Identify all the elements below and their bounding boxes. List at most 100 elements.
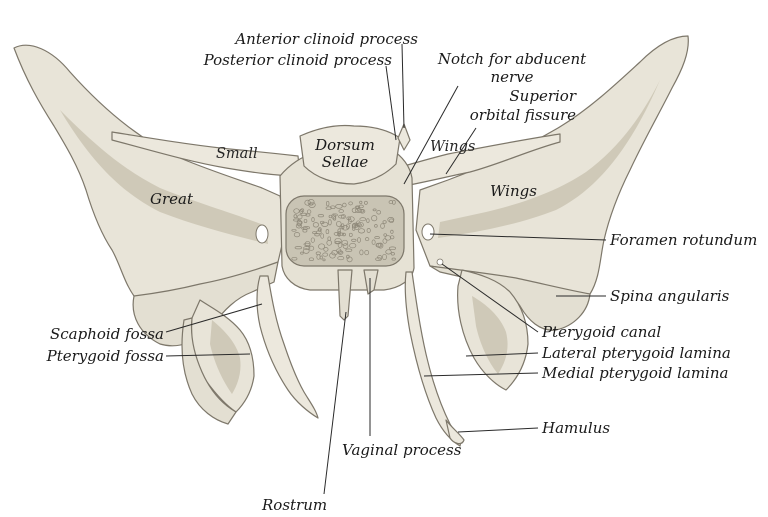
cancellous-pore [326,239,332,246]
cancellous-pore [382,253,387,261]
cancellous-pore [337,241,343,248]
leader-superior-orbital-fissure [445,127,477,175]
cancellous-pore [297,214,303,220]
cancellous-pore [316,254,321,260]
cancellous-pore [325,206,332,210]
cancellous-pore [303,218,308,224]
cancellous-pore [301,226,308,230]
cancellous-pore [293,208,300,214]
cancellous-pore [357,228,366,234]
cancellous-pore [337,231,341,237]
hamulus-tip [445,419,465,445]
body-cross-section [285,195,405,267]
left-pterygoid-fossa-shade [210,320,241,394]
cancellous-pore [351,207,358,213]
cancellous-pore [389,235,395,240]
cancellous-pore [392,199,396,205]
cancellous-pore [382,238,388,244]
label-posterior-clinoid-process: Posterior clinoid process [203,51,393,69]
leader-hamulus [457,427,539,433]
cancellous-pore [390,252,395,256]
cancellous-pore [321,221,329,227]
cancellous-pore [328,214,333,219]
label-foramen-rotundum: Foramen rotundum [609,231,757,249]
pterygoid-canal-opening [436,258,444,266]
cancellous-pore [318,243,326,250]
cancellous-pore [328,219,332,226]
cancellous-pore [331,250,338,256]
cancellous-pore [308,245,315,251]
dorsum-sellae [299,124,401,185]
leader-pterygoid-fossa [165,353,251,357]
cancellous-pore [337,256,345,261]
cancellous-pore [296,219,302,226]
cancellous-pore [291,228,297,232]
label-spina-angularis: Spina angularis [610,287,730,305]
label-pterygoid-canal: Pterygoid canal [541,323,661,341]
cancellous-pore [390,229,394,234]
label-superior-orbital-fissure-line2: orbital fissure [470,106,576,124]
cancellous-pore [348,232,353,237]
cancellous-pore [374,224,378,228]
cancellous-pore [325,229,330,235]
cancellous-pore [346,216,352,220]
cancellous-pore [342,232,346,237]
label-small: Small [216,146,258,162]
right-great-wing-shade [438,80,660,238]
cancellous-pore [380,223,385,229]
labels: Anterior clinoid process Posterior clino… [46,30,758,514]
leader-lines [165,43,607,495]
label-notch-abducent-line1: Notch for abducent [437,50,587,68]
label-lateral-pterygoid-lamina: Lateral pterygoid lamina [541,344,731,362]
cancellous-pore [307,199,315,206]
label-superior-orbital-fissure-line1: Superior [509,87,576,105]
cancellous-pore [348,201,353,206]
cancellous-pore [376,210,382,215]
cancellous-pore [377,255,383,260]
label-rostrum: Rostrum [261,496,327,514]
cancellous-pore [333,216,337,221]
cancellous-pore [384,235,392,241]
cancellous-pore [310,237,315,243]
cancellous-pore [354,208,363,213]
left-pterygoid-outer [181,317,237,425]
anterior-clinoid [397,123,411,151]
rostrum-process [337,269,353,321]
cancellous-pore [293,218,299,222]
cancellous-pore [335,204,343,209]
cancellous-pore [371,239,376,245]
cancellous-pore [387,217,395,223]
cancellous-pore [322,252,329,257]
label-notch-abducent-line2: nerve [490,68,533,86]
cancellous-pore [364,237,370,242]
cancellous-pore [331,213,336,220]
cancellous-pore [322,258,326,262]
label-dorsum: Dorsum [314,136,375,154]
label-scaphoid-fossa: Scaphoid fossa [50,325,164,343]
cancellous-pore [326,200,330,207]
label-medial-pterygoid-lamina: Medial pterygoid lamina [541,364,728,382]
label-vaginal-process: Vaginal process [342,441,462,459]
cancellous-pore [376,242,383,248]
label-sellae: Sellae [322,153,369,171]
cancellous-pore [337,250,343,254]
cancellous-pore [304,199,311,206]
cancellous-texture [291,199,397,263]
cancellous-pore [304,240,311,248]
cancellous-pore [317,214,325,218]
left-medial-pterygoid-lamina [256,275,319,419]
cancellous-pore [302,248,310,254]
cancellous-pore [364,200,368,205]
cancellous-pore [338,209,344,214]
cancellous-pore [333,232,340,236]
label-wings-small: Wings [430,139,475,155]
left-foramen-rotundum [255,224,269,244]
right-medial-pterygoid-lamina [404,271,461,447]
cancellous-pore [385,249,392,255]
cancellous-pore [317,228,321,232]
label-wings-great: Wings [490,182,537,200]
cancellous-pore [364,250,370,256]
cancellous-pore [382,220,387,224]
cancellous-pore [342,243,349,249]
